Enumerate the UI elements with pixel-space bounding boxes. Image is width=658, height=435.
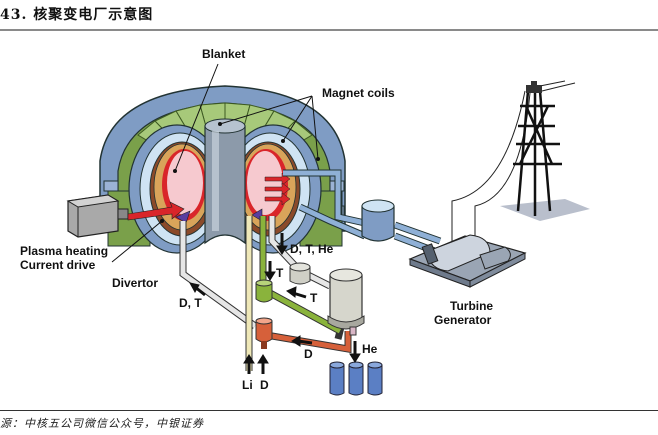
label-d-in: D xyxy=(260,378,269,392)
vessel-right xyxy=(224,124,322,254)
heating-beam-arrow xyxy=(127,201,185,221)
label-d-return: D xyxy=(304,347,313,361)
label-magnet-coils: Magnet coils xyxy=(322,86,395,100)
label-divertor: Divertor xyxy=(112,276,158,290)
label-turbine: Turbine xyxy=(450,299,493,313)
steam-pipes xyxy=(283,169,442,257)
source-rule xyxy=(0,410,658,411)
title-rule xyxy=(0,29,658,31)
turbine-generator xyxy=(408,234,527,288)
tokamak xyxy=(99,85,346,254)
helium-cylinders xyxy=(329,361,383,396)
divertor-left xyxy=(175,210,191,224)
source-note: 源：中核五公司微信公众号，中银证券 xyxy=(0,417,204,430)
heat-exchanger-tank xyxy=(361,199,395,242)
label-t-return: T xyxy=(310,291,318,305)
fusion-plant-diagram: Blanket Magnet coils Plasma heating Curr… xyxy=(20,47,590,396)
label-dt: D, T xyxy=(179,296,202,310)
figure-title: 43. 核聚变电厂示意图 xyxy=(0,7,154,23)
leader-dots xyxy=(160,122,320,223)
label-blanket: Blanket xyxy=(202,47,245,61)
label-li: Li xyxy=(242,378,253,392)
deuterium-processor xyxy=(255,317,273,349)
label-current-drive: Current drive xyxy=(20,258,96,272)
arrow-dt-head xyxy=(189,282,200,294)
vessel-left xyxy=(128,124,226,254)
label-t-down: T xyxy=(276,266,284,280)
leader-lines xyxy=(111,63,319,263)
central-solenoid xyxy=(204,125,246,245)
fuel-pipes xyxy=(179,216,352,371)
isotope-separation-tank xyxy=(327,268,365,336)
label-generator: Generator xyxy=(434,313,492,327)
label-dt-he: D, T, He xyxy=(290,242,334,256)
transmission-tower xyxy=(500,81,590,221)
heat-arrows xyxy=(264,172,291,206)
tritium-processor xyxy=(255,279,273,303)
small-separator xyxy=(289,262,311,285)
plasma-heating-unit xyxy=(66,194,185,238)
label-plasma-heating: Plasma heating xyxy=(20,244,108,258)
label-he: He xyxy=(362,342,378,356)
flow-arrows xyxy=(189,233,361,374)
